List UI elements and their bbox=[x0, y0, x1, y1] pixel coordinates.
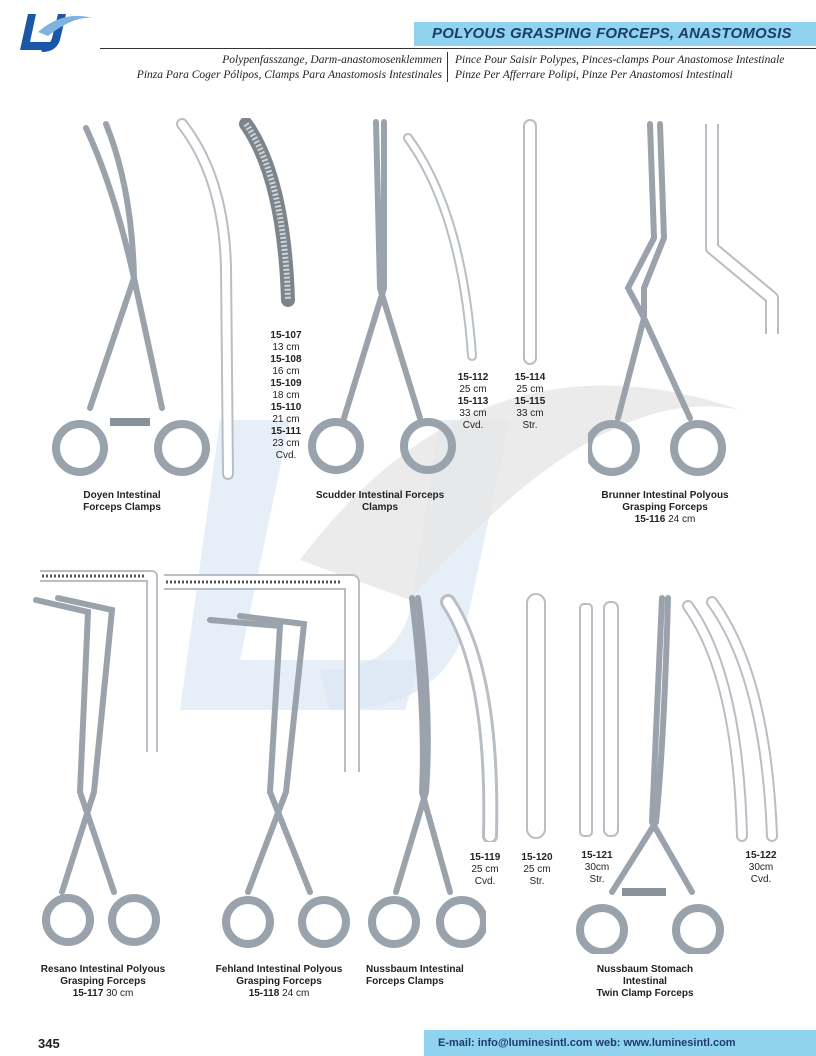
twin-clamp-str-sizes: 15-121 30cm Str. bbox=[572, 850, 622, 886]
doyen-forceps-image bbox=[52, 121, 210, 476]
doyen-jaw-curved-image bbox=[176, 118, 234, 480]
product-size: 30cm bbox=[748, 862, 774, 873]
product-type: Cvd. bbox=[462, 420, 484, 431]
footer-contact: E-mail: info@luminesintl.com web: www.lu… bbox=[438, 1037, 736, 1049]
nussbaum-forceps-image bbox=[368, 595, 486, 948]
doyen-jaw-serrated-image bbox=[239, 118, 295, 307]
nussbaum-jaw-curved-image bbox=[440, 594, 499, 842]
product-size: 25 cm bbox=[516, 384, 544, 395]
product-code: 15-111 bbox=[270, 426, 302, 437]
twin-clamp-jaw-curved-image bbox=[682, 596, 778, 842]
product-type: Cvd. bbox=[750, 874, 772, 885]
product-size: 23 cm bbox=[272, 438, 300, 449]
scudder-caption: Scudder Intestinal Forceps Clamps bbox=[310, 490, 450, 514]
product-type: Str. bbox=[522, 420, 538, 431]
product-code: 15-122 bbox=[745, 850, 777, 861]
product-name: Grasping Forceps bbox=[622, 502, 708, 513]
twin-clamp-jaw-straight-image bbox=[579, 601, 619, 837]
product-size: 25 cm bbox=[471, 864, 499, 875]
product-size: 25 cm bbox=[459, 384, 487, 395]
product-code: 15-120 bbox=[521, 852, 553, 863]
product-type: Str. bbox=[529, 876, 545, 887]
title-bar bbox=[414, 22, 816, 46]
page-title: POLYOUS GRASPING FORCEPS, ANASTOMOSIS bbox=[432, 25, 792, 42]
product-type: Str. bbox=[589, 874, 605, 885]
product-code: 15-115 bbox=[514, 396, 546, 407]
product-size: 18 cm bbox=[272, 390, 300, 401]
product-size: 33 cm bbox=[516, 408, 544, 419]
product-name: Grasping Forceps bbox=[236, 976, 322, 987]
product-code: 15-118 bbox=[248, 988, 280, 999]
resano-caption: Resano Intestinal Polyous Grasping Force… bbox=[28, 964, 178, 1000]
nussbaum-jaw-straight-image bbox=[526, 593, 546, 839]
nussbaum-str-sizes: 15-120 25 cm Str. bbox=[512, 852, 562, 888]
scudder-str-sizes: 15-114 25 cm 15-115 33 cm Str. bbox=[505, 372, 555, 432]
page-number: 345 bbox=[38, 1036, 60, 1051]
product-type: Cvd. bbox=[275, 450, 297, 461]
subtitle-spanish: Pinza Para Coger Pólipos, Clamps Para An… bbox=[136, 69, 442, 81]
product-name: Intestinal bbox=[623, 976, 667, 987]
product-name: Twin Clamp Forceps bbox=[596, 988, 694, 999]
twin-clamp-cvd-sizes: 15-122 30cm Cvd. bbox=[736, 850, 786, 886]
product-code: 15-119 bbox=[469, 852, 501, 863]
product-code: 15-108 bbox=[270, 354, 302, 365]
product-name: Nussbaum Intestinal bbox=[366, 964, 464, 975]
subtitle-german: Polypenfasszange, Darm-anastomosenklemme… bbox=[222, 54, 442, 66]
fehland-forceps-image bbox=[207, 613, 350, 948]
company-logo bbox=[20, 14, 92, 52]
product-size: 25 cm bbox=[523, 864, 551, 875]
resano-jaw-image bbox=[40, 570, 158, 752]
logo-watermark bbox=[180, 385, 740, 710]
resano-forceps-image bbox=[33, 595, 160, 946]
product-code: 15-116 bbox=[634, 514, 666, 525]
fehland-jaw-image bbox=[164, 574, 360, 772]
product-size: 13 cm bbox=[272, 342, 300, 353]
twin-clamp-forceps-image bbox=[576, 595, 724, 954]
scudder-jaw-curved-image bbox=[403, 133, 477, 361]
twin-clamp-caption: Nussbaum Stomach Intestinal Twin Clamp F… bbox=[580, 964, 710, 1000]
scudder-cvd-sizes: 15-112 25 cm 15-113 33 cm Cvd. bbox=[448, 372, 498, 432]
product-code: 15-114 bbox=[514, 372, 546, 383]
product-code: 15-107 bbox=[270, 330, 302, 341]
product-name: Resano Intestinal Polyous bbox=[40, 964, 166, 975]
product-size: 30 cm bbox=[106, 988, 134, 999]
product-name: Scudder Intestinal Forceps bbox=[315, 490, 445, 501]
product-code: 15-109 bbox=[270, 378, 302, 389]
footer-bar bbox=[424, 1030, 816, 1056]
product-name: Grasping Forceps bbox=[60, 976, 146, 987]
product-code: 15-117 bbox=[72, 988, 104, 999]
product-type: Cvd. bbox=[474, 876, 496, 887]
scudder-jaw-straight-image bbox=[523, 119, 537, 365]
product-code: 15-121 bbox=[581, 850, 613, 861]
brunner-forceps-image bbox=[588, 121, 726, 476]
product-name: Forceps Clamps bbox=[83, 502, 161, 513]
fehland-caption: Fehland Intestinal Polyous Grasping Forc… bbox=[204, 964, 354, 1000]
brunner-jaw-image bbox=[705, 124, 779, 334]
product-name: Brunner Intestinal Polyous bbox=[601, 490, 729, 501]
product-name: Forceps Clamps bbox=[366, 976, 444, 987]
header-separator bbox=[447, 52, 448, 82]
subtitle-italian: Pinze Per Afferrare Polipi, Pinze Per An… bbox=[455, 69, 733, 81]
product-code: 15-112 bbox=[457, 372, 489, 383]
product-size: 24 cm bbox=[668, 514, 696, 525]
product-size: 30cm bbox=[584, 862, 610, 873]
product-code: 15-110 bbox=[270, 402, 302, 413]
subtitle-french: Pince Pour Saisir Polypes, Pinces-clamps… bbox=[455, 54, 785, 66]
scudder-forceps-image bbox=[308, 119, 456, 474]
product-name: Fehland Intestinal Polyous bbox=[215, 964, 343, 975]
header-rule bbox=[100, 48, 816, 49]
product-name: Nussbaum Stomach bbox=[596, 964, 694, 975]
product-size: 33 cm bbox=[459, 408, 487, 419]
product-size: 21 cm bbox=[272, 414, 300, 425]
product-size: 24 cm bbox=[282, 988, 310, 999]
nussbaum-cvd-sizes: 15-119 25 cm Cvd. bbox=[460, 852, 510, 888]
doyen-caption: Doyen Intestinal Forceps Clamps bbox=[62, 490, 182, 514]
product-code: 15-113 bbox=[457, 396, 489, 407]
product-name: Clamps bbox=[361, 502, 399, 513]
product-size: 16 cm bbox=[272, 366, 300, 377]
brunner-caption: Brunner Intestinal Polyous Grasping Forc… bbox=[585, 490, 745, 526]
product-name: Doyen Intestinal bbox=[83, 490, 161, 501]
doyen-sizes: 15-107 13 cm 15-108 16 cm 15-109 18 cm 1… bbox=[262, 330, 310, 462]
nussbaum-caption: Nussbaum Intestinal Forceps Clamps bbox=[366, 964, 478, 988]
